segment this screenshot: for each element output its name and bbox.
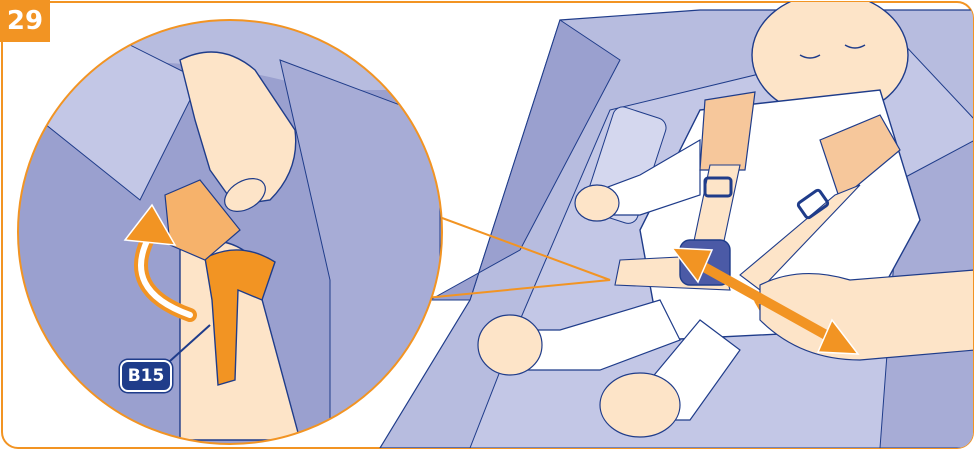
baby-hand-left [575, 185, 619, 221]
step-number-badge: 29 [0, 0, 50, 42]
shoulder-pad-left [700, 92, 755, 170]
part-label-b15: B15 [120, 360, 172, 392]
baby-foot-right [600, 373, 680, 437]
baby-foot-left [478, 315, 542, 375]
